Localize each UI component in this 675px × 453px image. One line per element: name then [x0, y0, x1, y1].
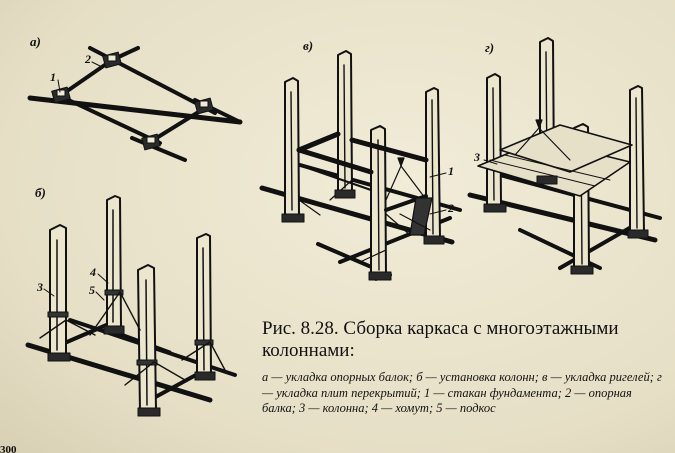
callout-v-1: 1 [448, 164, 454, 178]
panel-label-v: в) [303, 38, 314, 53]
callout-b-4: 4 [90, 265, 96, 279]
callout-a-1: 1 [50, 70, 56, 84]
callout-v-2: 2 [448, 201, 454, 215]
panel-label-a: а) [30, 34, 41, 49]
callout-b-5: 5 [89, 283, 95, 297]
panel-g-drawing [467, 37, 662, 275]
callout-b-3: 3 [37, 280, 43, 294]
callout-g-3: 3 [474, 150, 480, 164]
callout-a-2: 2 [85, 52, 91, 66]
panel-label-b: б) [35, 185, 46, 200]
page-number: 300 [0, 444, 17, 453]
figure-caption-legend: а — укладка опорных балок; б — установка… [262, 370, 662, 415]
panel-a-drawing [27, 46, 243, 162]
panel-label-g: г) [485, 40, 495, 55]
panel-b-drawing [25, 195, 237, 417]
panel-v-drawing [259, 50, 462, 281]
figure-caption-title: Рис. 8.28. Сборка каркаса с многоэтажным… [262, 318, 619, 361]
